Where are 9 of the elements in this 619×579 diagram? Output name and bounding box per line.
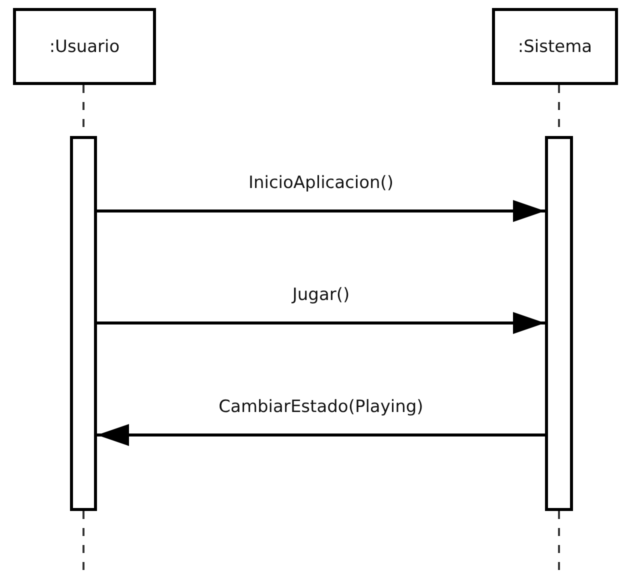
message-arrow	[97, 424, 545, 446]
activation-bar	[545, 136, 573, 511]
message-arrow	[97, 200, 545, 222]
message-arrow	[97, 312, 545, 334]
object-name: :Sistema	[518, 36, 592, 56]
object-name: :Usuario	[49, 36, 120, 56]
activation-bar	[70, 136, 97, 511]
lifeline-box	[13, 8, 156, 85]
lifeline-box	[492, 8, 618, 85]
